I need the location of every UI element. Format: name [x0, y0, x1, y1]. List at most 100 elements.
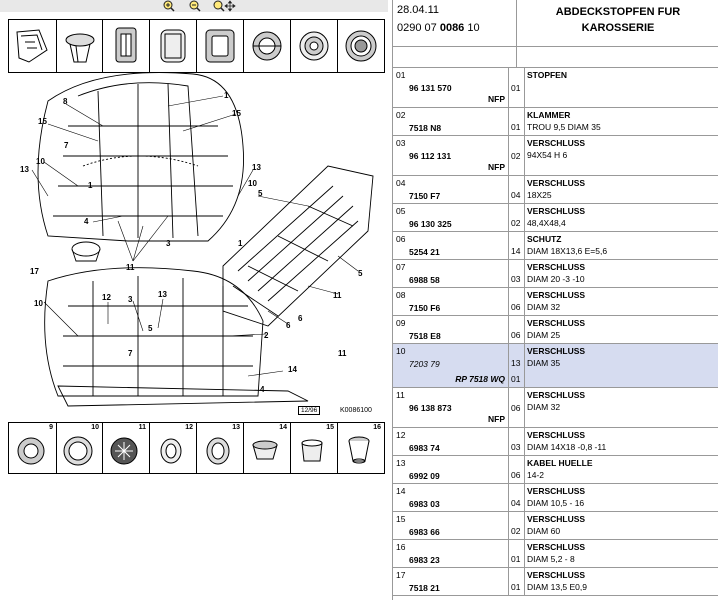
part-spec: DIAM 25 [527, 330, 561, 340]
diagram-label: 13 [158, 290, 167, 299]
part-thumb[interactable] [56, 20, 103, 72]
part-number[interactable]: 7150 F7 [409, 191, 441, 201]
part-spec: DIAM 13,5 E0,9 [527, 582, 588, 592]
quantity-cell: 03 [509, 428, 525, 455]
part-thumb[interactable] [337, 20, 384, 72]
part-spec: DIAM 10,5 - 16 [527, 498, 585, 508]
position-number: 11 [396, 390, 405, 400]
part-number[interactable]: 7518 21 [409, 583, 440, 593]
diagram-label: 4 [84, 217, 89, 226]
diagram-label: 8 [63, 97, 68, 106]
part-number[interactable]: 6983 03 [409, 499, 440, 509]
quantity: 04 [511, 190, 521, 200]
diagram-label: 5 [358, 269, 363, 278]
zoom-out-icon[interactable] [188, 0, 202, 12]
part-thumb[interactable]: 11 [102, 423, 150, 473]
diagram-label: 5 [148, 324, 153, 333]
quantity-cell: 04 [509, 484, 525, 511]
thumb-number: 16 [373, 424, 381, 431]
part-number[interactable]: 6983 74 [409, 443, 440, 453]
part-number[interactable]: 7203 79 [409, 359, 440, 369]
part-number[interactable]: 7518 E8 [409, 331, 441, 341]
position-number: 02 [396, 110, 406, 120]
part-thumb[interactable]: 13 [196, 423, 244, 473]
part-number[interactable]: 6992 09 [409, 471, 440, 481]
part-spec: DIAM 14X18 -0,8 -11 [527, 442, 607, 452]
part-number[interactable]: 6983 66 [409, 527, 440, 537]
part-number[interactable]: 96 138 873 [409, 403, 452, 413]
zoom-move-icon[interactable] [212, 0, 236, 12]
diagram-label: 1 [224, 91, 229, 100]
part-number[interactable]: 6983 23 [409, 555, 440, 565]
position-number: 14 [396, 486, 406, 496]
quantity: 01 [511, 582, 521, 592]
part-spec: DIAM 20 -3 -10 [527, 274, 585, 284]
part-name: SCHUTZ [527, 234, 562, 244]
part-number[interactable]: 7518 N8 [409, 123, 442, 133]
image-toolbar [0, 0, 388, 12]
quantity: 13 [511, 358, 521, 368]
part-spec: DIAM 35 [527, 358, 561, 368]
part-thumb[interactable] [290, 20, 338, 72]
thumb-number: 13 [232, 424, 240, 431]
part-thumb[interactable]: 10 [56, 423, 103, 473]
part-number[interactable]: 96 131 570 [409, 83, 452, 93]
header-info: 28.04.11 0290 07 0086 10 [393, 0, 517, 47]
diagram-label: 15 [38, 117, 47, 126]
part-spec: DIAM 60 [527, 526, 561, 536]
part-thumb[interactable]: 9 [9, 423, 57, 473]
part-thumb[interactable] [196, 20, 244, 72]
part-thumb[interactable]: 16 [337, 423, 384, 473]
thumb-number: 11 [138, 424, 146, 431]
part-thumb[interactable]: 12 [149, 423, 197, 473]
part-thumb[interactable] [9, 20, 57, 72]
part-thumb[interactable]: 14 [243, 423, 291, 473]
drawing-ref-code: K0086100 [340, 407, 372, 414]
part-number[interactable]: 5254 21 [409, 247, 440, 257]
part-number[interactable]: 96 112 131 [409, 151, 452, 161]
zoom-in-icon[interactable] [162, 0, 176, 12]
position-number: 09 [396, 318, 406, 328]
diagram-label: 12 [102, 293, 111, 302]
part-number[interactable]: 6988 58 [409, 275, 440, 285]
quantity: 01 [511, 122, 521, 132]
part-thumb[interactable] [149, 20, 197, 72]
part-number[interactable]: 7150 F6 [409, 303, 441, 313]
part-thumb[interactable]: 15 [290, 423, 338, 473]
thumb-number: 14 [279, 424, 287, 431]
quantity: 03 [511, 274, 521, 284]
part-number[interactable]: 96 130 325 [409, 219, 452, 229]
quantity-alt: 01 [511, 374, 521, 384]
catalog-code: 0290 07 0086 10 [397, 22, 480, 34]
drawing-date: 12/96 [298, 406, 321, 415]
part-thumb[interactable] [243, 20, 291, 72]
part-thumb[interactable] [102, 20, 150, 72]
part-name: VERSCHLUSS [527, 318, 586, 328]
